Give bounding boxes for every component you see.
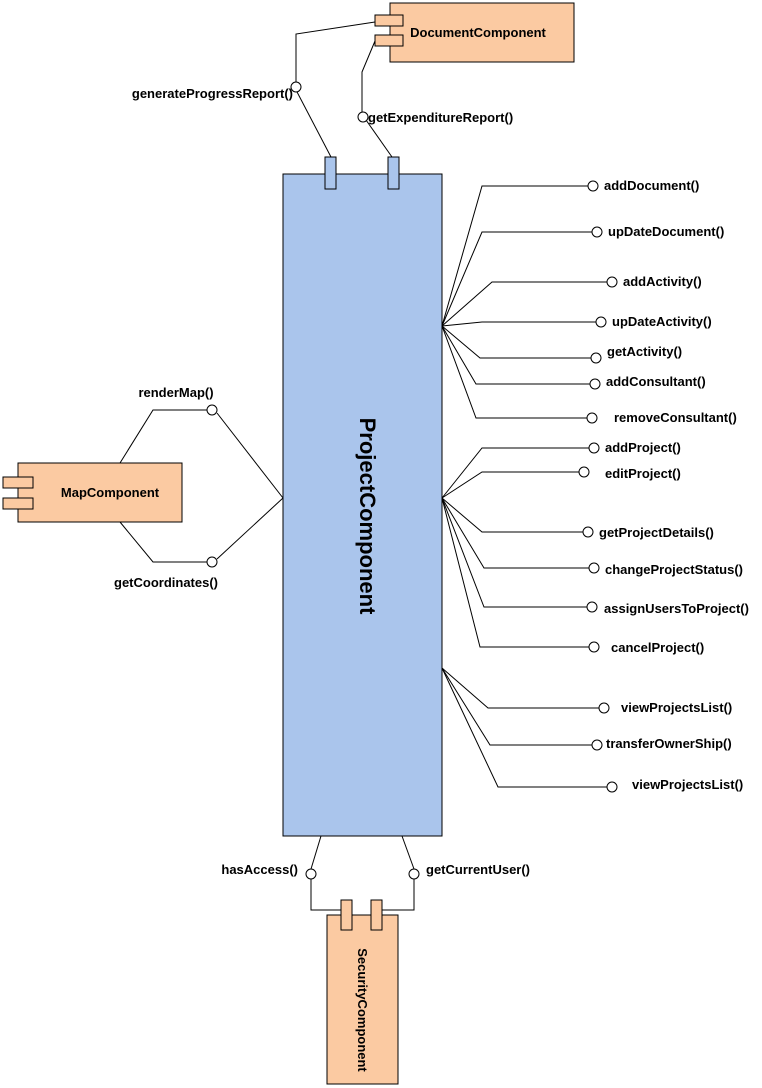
change-project-status-10-wire (441, 497, 589, 569)
expenditure-report-wire-upper (361, 40, 376, 113)
view-projects-list-15-label: viewProjectsList() (632, 777, 743, 792)
view-projects-list-13-label: viewProjectsList() (621, 700, 732, 715)
document-component-label: DocumentComponent (410, 25, 546, 40)
map-component-tab-top (2, 476, 34, 489)
current-user-lollipop (408, 868, 420, 880)
provided-interfaces: addDocument() upDateDocument() addActivity… (441, 178, 749, 793)
has-access-lollipop (305, 868, 317, 880)
remove-consultant-6-label: removeConsultant() (614, 410, 737, 425)
add-project-7-lollipop (588, 442, 600, 454)
project-component: ProjectComponent (282, 156, 443, 837)
document-component-box (389, 2, 575, 63)
security-component-label: SecurityComponent (355, 948, 370, 1072)
add-project-7-label: addProject() (605, 440, 681, 455)
render-map-wire-left (119, 409, 207, 464)
map-component-box (17, 462, 183, 523)
view-projects-list-13-lollipop (598, 702, 610, 714)
up-date-activity-3-lollipop (595, 316, 607, 328)
has-access-label: hasAccess() (221, 862, 298, 877)
add-consultant-5-lollipop (589, 378, 601, 390)
edit-project-8-lollipop (578, 466, 590, 478)
render-map-label: renderMap() (138, 385, 213, 400)
project-port-progress (324, 156, 337, 190)
up-date-activity-3-label: upDateActivity() (612, 314, 712, 329)
cancel-project-12-lollipop (588, 641, 600, 653)
add-activity-2-wire (441, 281, 607, 327)
expenditure-report-wire-lower (365, 119, 393, 158)
assign-users-to-project-11-label: assignUsersToProject() (604, 601, 749, 616)
up-date-document-1-label: upDateDocument() (608, 224, 724, 239)
map-component: MapComponent (2, 462, 183, 523)
project-component-box (282, 173, 443, 837)
security-component: SecurityComponent (326, 899, 399, 1085)
expenditure-report-lollipop (357, 111, 369, 123)
security-component-box (326, 914, 399, 1085)
progress-report-lollipop (290, 81, 302, 93)
map-component-label: MapComponent (61, 485, 160, 500)
project-port-expenditure (387, 156, 400, 190)
current-user-wire-lower (382, 879, 415, 911)
get-project-details-9-wire (441, 497, 583, 533)
progress-report-wire-lower (295, 89, 332, 158)
document-component: DocumentComponent (374, 2, 575, 63)
project-component-label: ProjectComponent (355, 418, 380, 615)
map-component-tab-bottom (2, 497, 34, 510)
view-projects-list-15-lollipop (606, 781, 618, 793)
progress-report-wire-upper (295, 21, 376, 84)
remove-consultant-6-wire (441, 325, 587, 419)
render-map-lollipop (206, 404, 218, 416)
expenditure-report-label: getExpenditureReport() (368, 110, 513, 125)
assign-users-to-project-11-wire (441, 497, 587, 608)
has-access-wire-upper (310, 835, 322, 870)
get-project-details-9-label: getProjectDetails() (599, 525, 714, 540)
get-activity-4-label: getActivity() (607, 344, 682, 359)
transfer-owner-ship-14-wire (441, 667, 592, 746)
add-document-0-label: addDocument() (604, 178, 699, 193)
view-projects-list-13-wire (441, 667, 599, 709)
add-document-0-wire (441, 185, 588, 327)
get-coordinates-label: getCoordinates() (114, 575, 218, 590)
document-component-tab-top (374, 14, 404, 27)
cancel-project-12-wire (441, 497, 589, 648)
add-activity-2-lollipop (606, 276, 618, 288)
progress-report-label: generateProgressReport() (132, 86, 293, 101)
view-projects-list-15-wire (441, 667, 607, 788)
get-activity-4-lollipop (590, 352, 602, 364)
up-date-document-1-wire (441, 231, 592, 327)
add-project-7-wire (441, 447, 589, 499)
add-consultant-5-wire (441, 325, 590, 385)
get-coordinates-lollipop (206, 556, 218, 568)
get-project-details-9-lollipop (582, 526, 594, 538)
add-consultant-5-label: addConsultant() (606, 374, 706, 389)
edit-project-8-wire (441, 471, 579, 499)
up-date-activity-3-wire (441, 321, 596, 327)
change-project-status-10-label: changeProjectStatus() (605, 562, 743, 577)
document-component-tab-bottom (374, 34, 404, 47)
up-date-document-1-lollipop (591, 226, 603, 238)
get-activity-4-wire (441, 325, 591, 359)
assign-users-to-project-11-lollipop (586, 601, 598, 613)
cancel-project-12-label: cancelProject() (611, 640, 704, 655)
edit-project-8-label: editProject() (605, 466, 681, 481)
transfer-owner-ship-14-label: transferOwnerShip() (606, 736, 732, 751)
render-map-wire-right (216, 412, 284, 499)
add-document-0-lollipop (587, 180, 599, 192)
security-component-tab-right (370, 899, 383, 931)
transfer-owner-ship-14-lollipop (591, 739, 603, 751)
change-project-status-10-lollipop (588, 562, 600, 574)
get-coordinates-wire-right (216, 497, 284, 560)
current-user-wire-upper (401, 835, 415, 870)
has-access-wire-lower (310, 879, 341, 911)
remove-consultant-6-lollipop (586, 412, 598, 424)
add-activity-2-label: addActivity() (623, 274, 702, 289)
security-component-tab-left (340, 899, 353, 931)
current-user-label: getCurrentUser() (426, 862, 530, 877)
get-coordinates-wire-left (119, 521, 207, 563)
